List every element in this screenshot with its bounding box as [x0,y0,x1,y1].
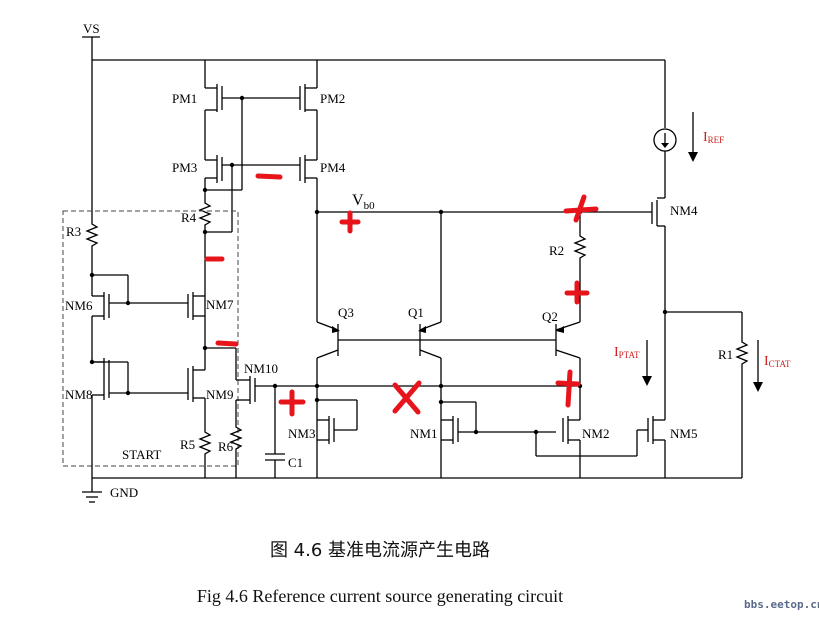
transistor-q2 [555,321,581,420]
nm5-label: NM5 [670,426,697,441]
start-block [62,210,239,467]
nm3-label: NM3 [288,426,315,441]
nm2-label: NM2 [582,426,609,441]
iref-arrow [688,112,698,162]
nm1-label: NM1 [410,426,437,441]
gnd-label: GND [110,485,138,500]
r4-label: R4 [181,210,197,225]
figure-caption-chinese: 图 4.6 基准电流源产生电路 [269,540,491,561]
nm7-label: NM7 [206,297,234,312]
transistor-nm7 [109,292,205,320]
nm10-label: NM10 [244,361,278,376]
ictat-label: ICTAT [764,354,791,369]
cross-mark [392,380,422,415]
resistor-r6 [229,425,243,478]
current-source-iref [653,128,677,198]
transistor-q1 [418,212,442,478]
pm1-label: PM1 [172,91,197,106]
transistor-nm8 [89,358,129,478]
resistor-r3 [85,222,99,296]
start-label: START [122,447,161,462]
resistor-r4 [198,200,232,320]
transistor-nm3 [314,383,358,444]
plus-mark-nm4-gate [563,194,599,223]
r1-label: R1 [718,347,733,362]
transistor-nm6 [89,272,129,362]
capacitor-c1 [265,383,285,478]
plus-mark-vb0 [339,210,361,234]
vb0-label: Vb0 [352,192,375,212]
minus-mark-nm7 [215,340,239,347]
r2-label: R2 [549,243,564,258]
pm3-label: PM3 [172,160,197,175]
transistor-nm1 [438,383,556,444]
iref-label: IREF [703,130,724,145]
transistor-nm4 [651,197,666,420]
ground-rail [82,477,742,503]
pm2-label: PM2 [320,91,345,106]
resistor-r5 [198,430,212,478]
iptat-arrow [642,340,652,386]
minus-mark-pm4 [255,173,283,180]
pm4-label: PM4 [320,160,346,175]
pmos-mirror-group [202,60,318,322]
r3-label: R3 [66,224,81,239]
vs-label: VS [83,21,100,36]
transistor-nm9 [109,366,206,430]
q3-label: Q3 [338,305,354,320]
r5-label: R5 [180,437,195,452]
plus-mark-nm3 [278,389,306,417]
q2-label: Q2 [542,309,558,324]
nm4-label: NM4 [670,203,698,218]
plus-mark-q2 [555,369,581,408]
nm6-label: NM6 [65,298,93,313]
watermark: bbs.eetop.cn [744,598,819,611]
resistor-r2 [573,212,587,322]
q1-label: Q1 [408,305,424,320]
figure-caption-english: Fig 4.6 Reference current source generat… [196,586,564,606]
iptat-label: IPTAT [614,345,640,360]
resistor-r1 [662,309,749,478]
r6-label: R6 [218,439,234,454]
c1-label: C1 [288,455,303,470]
nm8-label: NM8 [65,387,92,402]
nm9-label: NM9 [206,387,233,402]
red-annotations [204,173,599,417]
transistor-nm2 [533,383,637,478]
vs-rail [82,36,666,222]
plus-mark-r2 [564,280,590,305]
transistor-nm5 [636,416,666,478]
transistor-q3 [316,321,556,478]
ictat-arrow [753,340,763,392]
